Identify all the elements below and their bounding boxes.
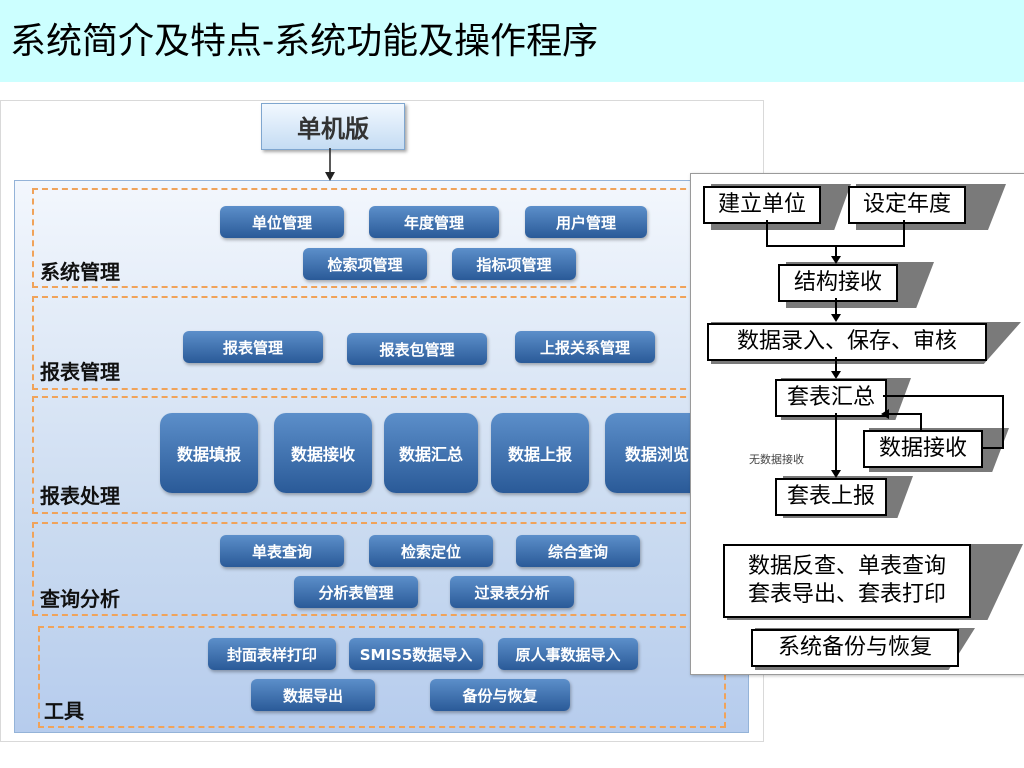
page-title: 系统简介及特点-系统功能及操作程序 [10,21,599,62]
title-bar: 系统简介及特点-系统功能及操作程序 [0,0,1024,82]
flow-build-unit: 建立单位 [703,186,821,224]
report-package-management-button[interactable]: 报表包管理 [347,333,487,365]
flow-structure-receive: 结构接收 [778,264,898,302]
flow-query-line1: 数据反查、单表查询 [747,554,946,579]
smis5-import-button[interactable]: SMIS5数据导入 [349,638,483,670]
flow-data-entry: 数据录入、保存、审核 [707,323,987,361]
flow-set-year: 设定年度 [848,186,966,224]
section-label-report-management: 报表管理 [40,360,120,384]
flow-summary: 套表汇总 [775,379,887,417]
cover-template-print-button[interactable]: 封面表样打印 [208,638,336,670]
report-management-button[interactable]: 报表管理 [183,331,323,363]
flow-query-export: 数据反查、单表查询 套表导出、套表打印 [723,544,971,618]
section-label-tools: 工具 [44,699,84,723]
user-management-button[interactable]: 用户管理 [525,206,647,238]
section-label-report-processing: 报表处理 [40,484,120,508]
data-receive-button[interactable]: 数据接收 [274,413,372,493]
unit-management-button[interactable]: 单位管理 [220,206,344,238]
single-table-query-button[interactable]: 单表查询 [220,535,344,567]
search-item-management-button[interactable]: 检索项管理 [303,248,427,280]
data-summary-button[interactable]: 数据汇总 [384,413,478,493]
analysis-table-management-button[interactable]: 分析表管理 [294,576,418,608]
section-tools [38,626,726,728]
report-relation-management-button[interactable]: 上报关系管理 [515,331,655,363]
indicator-management-button[interactable]: 指标项管理 [452,248,576,280]
year-management-button[interactable]: 年度管理 [369,206,499,238]
flow-report: 套表上报 [775,478,887,516]
flow-data-receive: 数据接收 [863,430,983,468]
flow-no-data-note: 无数据接收 [749,453,804,466]
backup-restore-button[interactable]: 备份与恢复 [430,679,570,711]
data-fill-button[interactable]: 数据填报 [160,413,258,493]
standalone-version-box: 单机版 [261,103,405,150]
transcript-table-analysis-button[interactable]: 过录表分析 [450,576,574,608]
comprehensive-query-button[interactable]: 综合查询 [516,535,640,567]
data-report-button[interactable]: 数据上报 [491,413,589,493]
operation-flow-panel: 建立单位 设定年度 结构接收 数据录入、保存、审核 套表汇总 数据接收 无数据接… [690,173,1024,675]
flow-backup: 系统备份与恢复 [751,629,959,667]
section-label-system-management: 系统管理 [40,260,120,284]
flow-query-line2: 套表导出、套表打印 [747,582,946,607]
search-locate-button[interactable]: 检索定位 [369,535,493,567]
personnel-data-import-button[interactable]: 原人事数据导入 [498,638,638,670]
data-export-button[interactable]: 数据导出 [251,679,375,711]
section-label-query-analysis: 查询分析 [40,587,120,611]
